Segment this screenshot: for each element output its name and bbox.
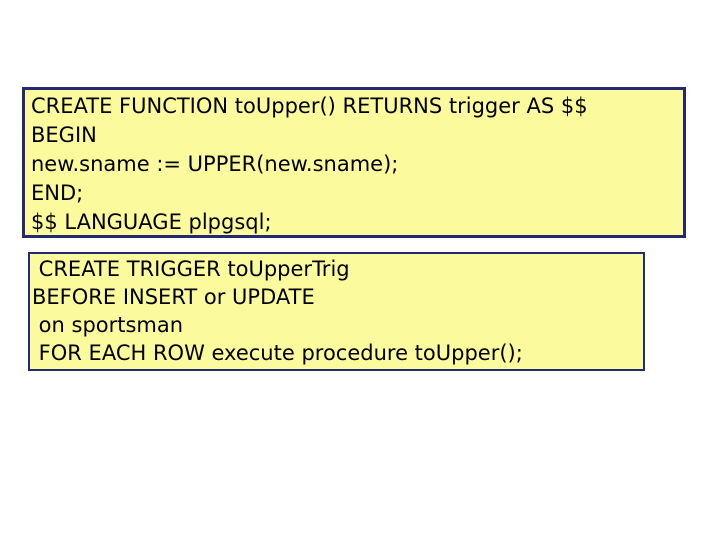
code-line: BEFORE INSERT or UPDATE [32,285,315,309]
code-line: on sportsman [32,313,184,337]
code-line: FOR EACH ROW execute procedure toUpper()… [32,341,523,365]
trigger-code-box: CREATE TRIGGER toUpperTrig BEFORE INSERT… [28,252,645,371]
code-line: $$ LANGUAGE plpgsql; [31,210,272,234]
code-line: CREATE TRIGGER toUpperTrig [32,257,350,281]
function-code-box: CREATE FUNCTION toUpper() RETURNS trigge… [22,87,686,238]
code-line: new.sname := UPPER(new.sname); [31,152,399,176]
code-line: CREATE FUNCTION toUpper() RETURNS trigge… [31,94,588,118]
code-line: BEGIN [31,123,97,147]
code-line: END; [31,181,84,205]
